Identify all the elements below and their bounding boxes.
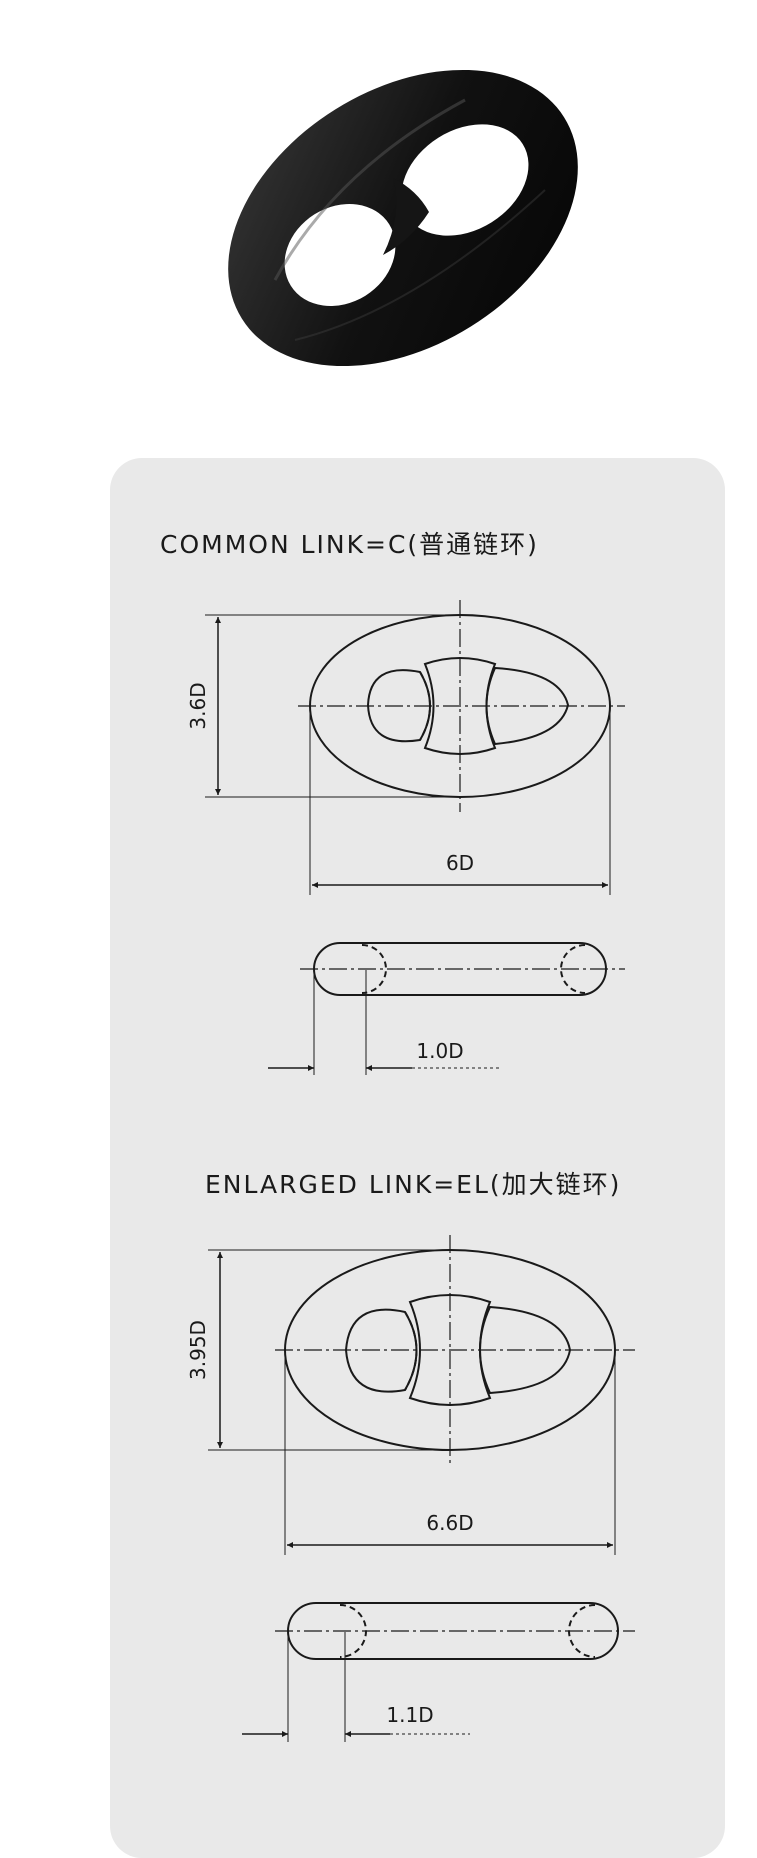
enlarged-link-thickness-label: 1.1D <box>386 1703 433 1727</box>
enlarged-link-height-label: 3.95D <box>186 1320 210 1380</box>
enlarged-link-drawing <box>208 1235 635 1742</box>
common-link-height-label: 3.6D <box>186 682 210 729</box>
chain-link-photo <box>228 69 578 367</box>
enlarged-link-stud <box>408 1294 492 1406</box>
common-link-left-hole <box>366 669 431 743</box>
enlarged-link-title: ENLARGED LINK=EL(加大链环) <box>205 1170 622 1199</box>
common-link-thickness-label: 1.0D <box>416 1039 463 1063</box>
enlarged-link-right-hole <box>479 1305 572 1395</box>
enlarged-link-length-label: 6.6D <box>426 1511 473 1535</box>
common-link-title: COMMON LINK=C(普通链环) <box>160 530 539 559</box>
common-link-stud <box>423 657 497 755</box>
enlarged-link-left-hole <box>344 1308 418 1393</box>
technical-drawings: 3.6D 6D 1.0D 3.95D 6.6 <box>186 600 635 1742</box>
common-link-right-hole <box>485 666 570 746</box>
dimension-panel <box>110 458 725 1858</box>
common-link-length-label: 6D <box>446 851 474 875</box>
common-link-drawing <box>205 600 625 1075</box>
